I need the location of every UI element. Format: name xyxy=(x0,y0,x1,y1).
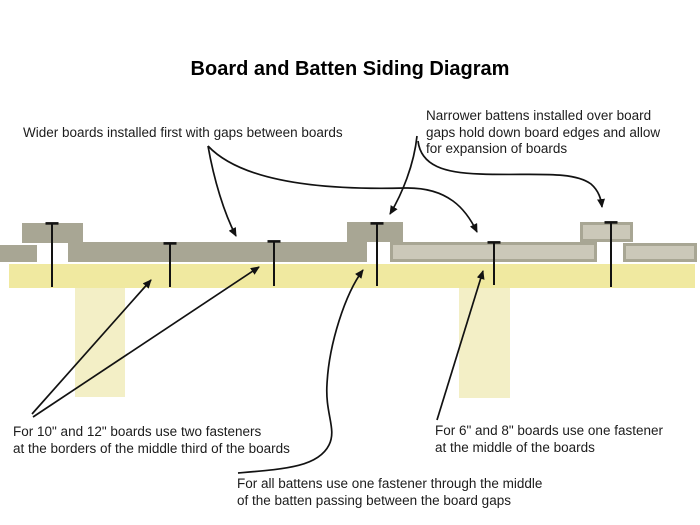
page-title: Board and Batten Siding Diagram xyxy=(190,58,510,80)
leader-arrow xyxy=(389,135,418,215)
annotation-six-eight-inch-boards: For 6" and 8" boards use one fastener at… xyxy=(435,423,663,455)
wall-stud xyxy=(75,288,125,397)
siding-batten xyxy=(580,222,633,242)
siding-board xyxy=(0,245,37,262)
siding-batten xyxy=(347,222,403,242)
siding-board xyxy=(390,242,597,262)
annotation-narrower-battens: Narrower battens installed over board ga… xyxy=(426,108,661,156)
annotation-all-battens: For all battens use one fastener through… xyxy=(237,476,543,508)
wall-stud xyxy=(459,288,510,398)
leader-arrow xyxy=(32,266,260,418)
sheathing xyxy=(9,264,695,288)
siding-board xyxy=(68,242,367,262)
siding-board xyxy=(623,243,697,262)
annotation-ten-twelve-inch-boards: For 10" and 12" boards use two fasteners… xyxy=(13,424,290,456)
leader-arrow xyxy=(207,145,478,233)
annotation-wider-boards: Wider boards installed first with gaps b… xyxy=(23,125,343,140)
siding-batten xyxy=(22,223,83,243)
leader-arrow xyxy=(207,145,237,237)
